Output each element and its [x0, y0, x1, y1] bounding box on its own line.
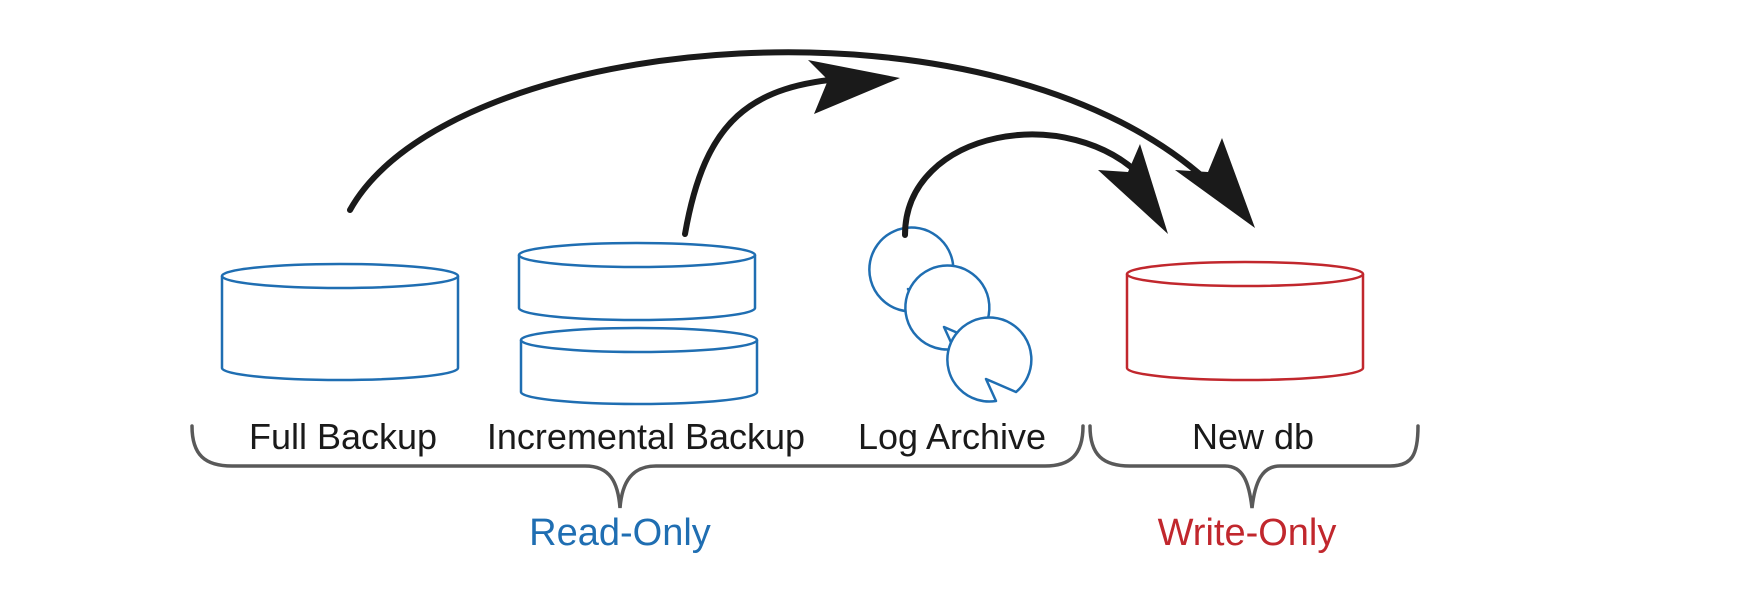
log-archive-to-new-db-arrow — [902, 131, 1148, 238]
log-archive-bubbles-icon — [868, 226, 1033, 403]
new-db-label: New db — [1192, 416, 1314, 457]
write-only-label: Write-Only — [1158, 512, 1337, 554]
incremental-backup-cylinders-icon — [517, 241, 759, 406]
arrowhead-full-icon — [1175, 138, 1255, 228]
full-backup-label: Full Backup — [249, 416, 437, 457]
incremental-backup-arrow — [682, 75, 853, 237]
write-only-brace — [1088, 424, 1420, 509]
read-only-brace — [190, 424, 1085, 509]
arrowhead-log-icon — [1098, 144, 1168, 234]
arrowheads — [808, 60, 1255, 234]
incremental-backup-label: Incremental Backup — [487, 416, 805, 457]
full-backup-cylinder-icon — [220, 262, 460, 382]
arrowhead-right-icon — [808, 60, 900, 114]
read-only-label: Read-Only — [529, 512, 711, 554]
full-backup-to-new-db-arrow — [347, 49, 1218, 213]
arrows — [347, 49, 1218, 238]
log-archive-label: Log Archive — [858, 416, 1046, 457]
new-db-cylinder-icon — [1125, 260, 1365, 382]
